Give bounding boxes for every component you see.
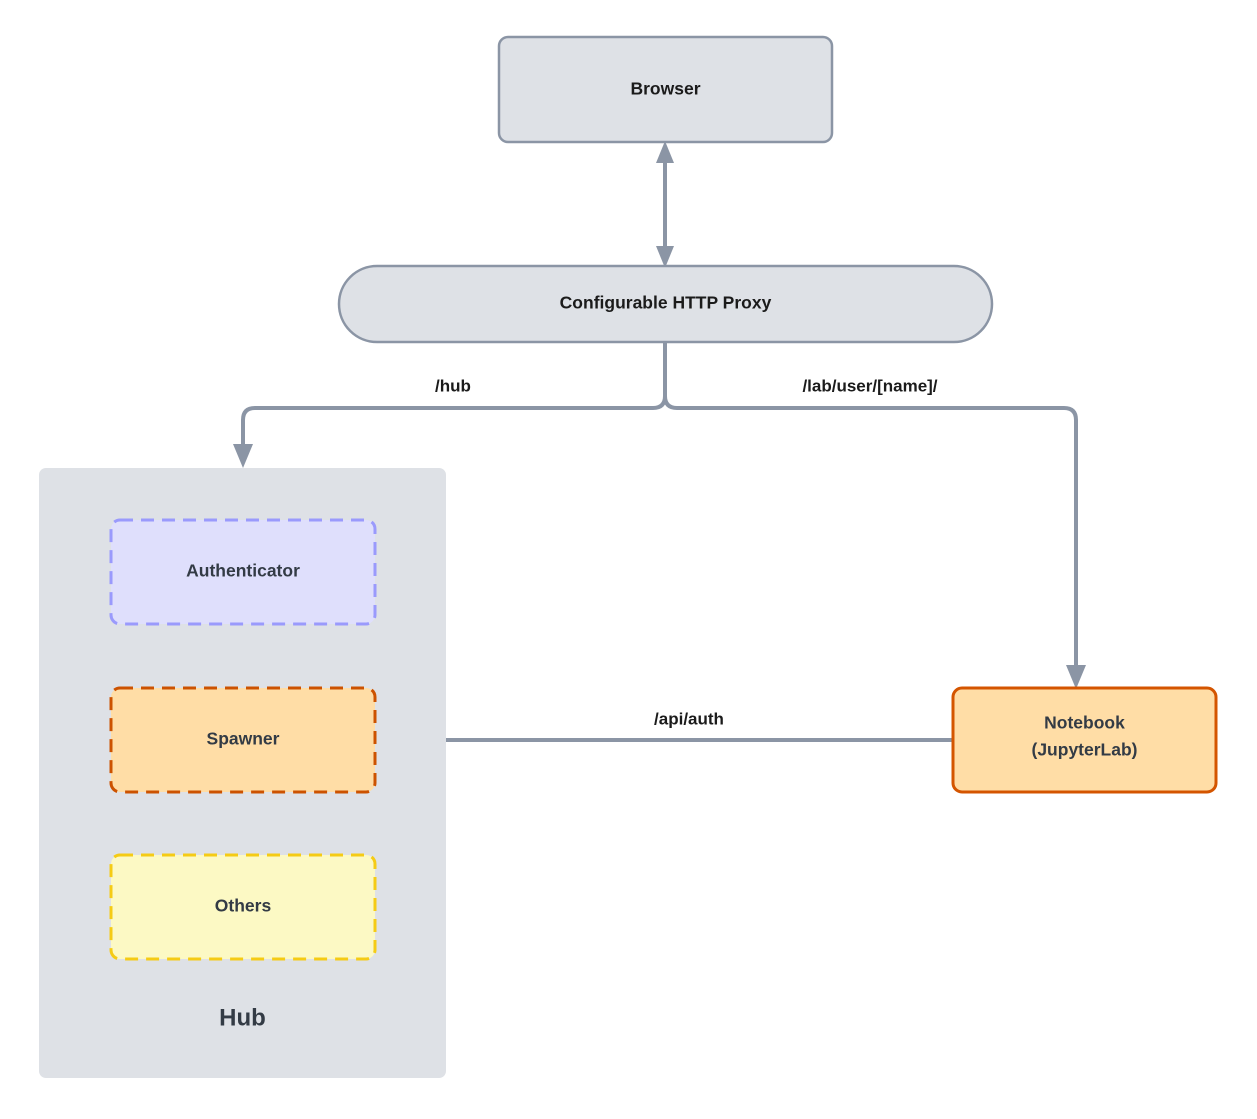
edge-notebook-spawner bbox=[384, 730, 953, 750]
edge-proxy-hub-line bbox=[241, 341, 667, 455]
edge-proxy-hub bbox=[233, 341, 667, 468]
arrowhead-hub bbox=[233, 444, 253, 468]
node-notebook[interactable]: Notebook (JupyterLab) bbox=[951, 686, 1218, 794]
arrowhead-down-proxy bbox=[656, 246, 674, 268]
edge-browser-proxy bbox=[656, 141, 674, 268]
notebook-box[interactable] bbox=[951, 686, 1218, 794]
others-box[interactable] bbox=[109, 853, 377, 961]
arrowhead-up-browser bbox=[656, 141, 674, 163]
proxy-label: Configurable HTTP Proxy bbox=[560, 293, 772, 313]
node-configurable-http-proxy[interactable]: Configurable HTTP Proxy bbox=[337, 264, 994, 344]
node-browser[interactable]: Browser bbox=[497, 35, 834, 144]
notebook-label-line1: Notebook bbox=[1044, 713, 1125, 733]
node-spawner[interactable]: Spawner bbox=[109, 686, 377, 794]
browser-label: Browser bbox=[630, 79, 700, 99]
proxy-box[interactable] bbox=[337, 264, 994, 344]
spawner-box[interactable] bbox=[109, 686, 377, 794]
node-authenticator[interactable]: Authenticator bbox=[109, 518, 377, 626]
edge-label-lab-user: /lab/user/[name]/ bbox=[802, 376, 937, 395]
node-others[interactable]: Others bbox=[109, 853, 377, 961]
edge-label-hub: /hub bbox=[435, 376, 471, 395]
others-label: Others bbox=[215, 896, 272, 916]
browser-box[interactable] bbox=[497, 35, 834, 144]
authenticator-box[interactable] bbox=[109, 518, 377, 626]
edge-label-api-auth: /api/auth bbox=[654, 709, 724, 728]
edge-proxy-notebook-line bbox=[663, 341, 1078, 676]
notebook-label-line2: (JupyterLab) bbox=[1032, 740, 1138, 760]
authenticator-label: Authenticator bbox=[186, 561, 300, 581]
hub-label: Hub bbox=[219, 1004, 266, 1031]
arrowhead-notebook bbox=[1066, 665, 1086, 689]
edge-proxy-notebook bbox=[663, 341, 1086, 689]
spawner-label: Spawner bbox=[207, 729, 280, 749]
